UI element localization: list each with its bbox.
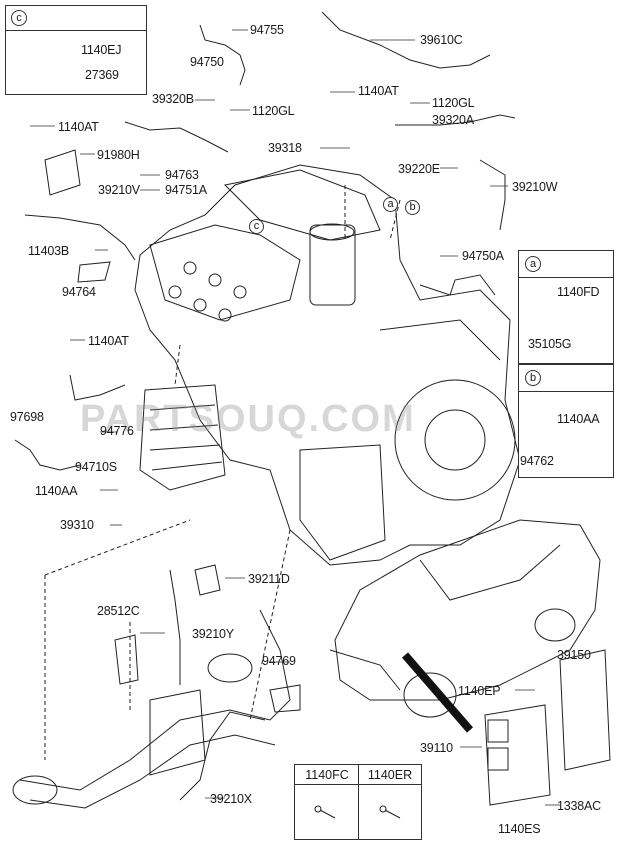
sensor-wire-39320A	[395, 114, 516, 126]
part-1140AT-top: 1140AT	[358, 84, 399, 98]
sensor-wire-39210V	[24, 214, 136, 261]
oil-pan	[299, 444, 386, 561]
part-1140AA-right: 1140AA	[557, 412, 600, 426]
ecu-unit	[484, 704, 551, 806]
part-94776: 94776	[100, 424, 134, 438]
part-94751A: 94751A	[165, 183, 207, 197]
part-28512C: 28512C	[97, 604, 140, 618]
part-91980H: 91980H	[97, 148, 140, 162]
sensor-wire-39210Y	[169, 569, 181, 685]
oil-filter	[309, 224, 356, 306]
part-1140AT-left: 1140AT	[58, 120, 99, 134]
bracket-94769	[269, 684, 301, 713]
part-39320B: 39320B	[152, 92, 194, 106]
sensor-wire-94750A	[419, 274, 496, 296]
part-39110: 39110	[420, 741, 453, 755]
part-35105G: 35105G	[528, 337, 572, 351]
part-1338AC: 1338AC	[557, 799, 601, 813]
sensor-wire-39610C	[321, 11, 491, 69]
inset-c: c	[5, 5, 147, 95]
exhaust-pipe	[19, 609, 291, 791]
heat-shield-91980H	[44, 149, 81, 196]
sensor-wire-94776	[69, 374, 126, 401]
part-94769: 94769	[262, 654, 296, 668]
part-1140AA-left: 1140AA	[35, 484, 78, 498]
part-1120GL-right: 1120GL	[432, 96, 475, 110]
part-94755: 94755	[250, 23, 284, 37]
callout-c: c	[249, 219, 264, 234]
part-94710S: 94710S	[75, 460, 117, 474]
part-39318: 39318	[268, 141, 302, 155]
inset-tag-c: c	[11, 10, 27, 26]
part-39211D: 39211D	[248, 572, 290, 586]
legend-cell2	[358, 784, 422, 840]
bracket-28512C	[114, 634, 139, 685]
sensor-wire-39320B	[124, 121, 229, 153]
part-94750A: 94750A	[462, 249, 504, 263]
part-39210Y: 39210Y	[192, 627, 234, 641]
sensor-wire-94710S	[14, 439, 81, 471]
cylinder-head	[149, 224, 301, 321]
part-1140EP: 1140EP	[458, 684, 501, 698]
ecu-bracket	[559, 649, 611, 771]
part-39610C: 39610C	[420, 33, 463, 47]
callout-b: b	[405, 200, 420, 215]
part-1140FD: 1140FD	[557, 285, 600, 299]
engine-block-outline	[134, 164, 521, 566]
part-39150: 39150	[557, 648, 591, 662]
part-1120GL-left: 1120GL	[252, 104, 295, 118]
catalytic-converter	[139, 384, 226, 491]
part-1140AT-mid: 1140AT	[88, 334, 129, 348]
inset-b: b	[518, 364, 614, 478]
legend-col2: 1140ER	[358, 764, 422, 786]
part-39320A: 39320A	[432, 113, 474, 127]
inset-a: a	[518, 250, 614, 364]
part-97698: 97698	[10, 410, 44, 424]
inset-tag-a: a	[525, 256, 541, 272]
part-94764: 94764	[62, 285, 96, 299]
inset-tag-b: b	[525, 370, 541, 386]
part-11403B: 11403B	[28, 244, 69, 258]
sensor-wire-39210X	[179, 711, 266, 801]
part-39210X: 39210X	[210, 792, 252, 806]
legend-col1: 1140FC	[294, 764, 360, 786]
part-39210W: 39210W	[512, 180, 558, 194]
callout-a: a	[383, 197, 398, 212]
vehicle-van	[334, 519, 601, 701]
watermark: PARTSOUQ.COM	[80, 398, 416, 440]
sensor-wire-94755	[199, 24, 246, 86]
part-94750: 94750	[190, 55, 224, 69]
part-39220E: 39220E	[398, 162, 440, 176]
part-94762: 94762	[520, 454, 554, 468]
ecu-pointer	[401, 652, 474, 733]
part-39310: 39310	[60, 518, 94, 532]
part-1140EJ: 1140EJ	[81, 43, 122, 57]
transmission-housing	[394, 379, 516, 501]
bracket-39211D	[194, 564, 221, 596]
part-27369: 27369	[85, 68, 119, 82]
part-94763: 94763	[165, 168, 199, 182]
sensor-wire-39210W	[479, 159, 506, 231]
part-1140ES: 1140ES	[498, 822, 541, 836]
part-39210V: 39210V	[98, 183, 140, 197]
legend-bolt-icons	[314, 805, 401, 819]
bracket-94764	[77, 261, 111, 283]
